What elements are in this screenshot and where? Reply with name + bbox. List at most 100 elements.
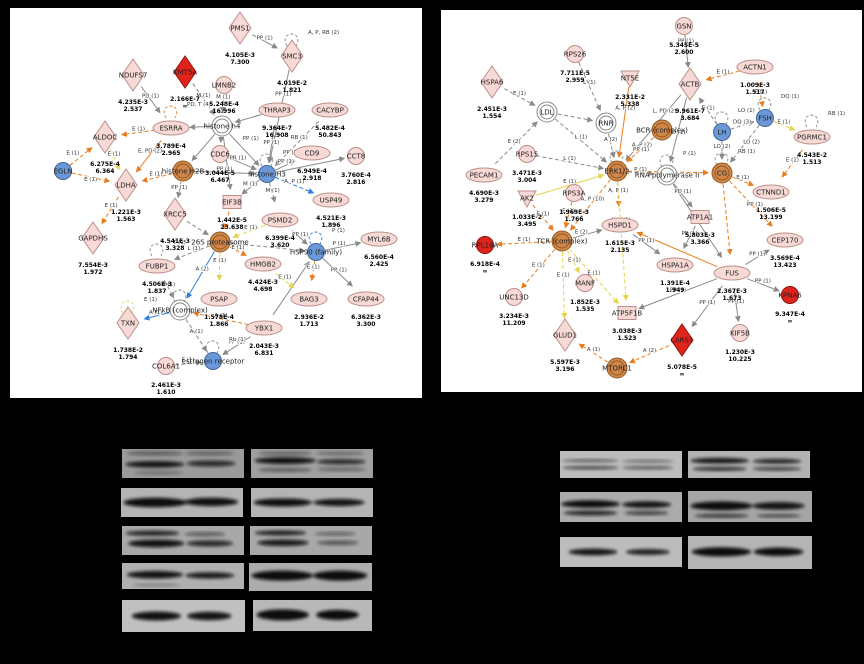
node-label-ACTN1: ACTN1 — [743, 64, 767, 72]
blot-band — [312, 570, 368, 581]
blot-strip — [122, 526, 244, 555]
node-value-p-CEP170: 3.569E-4 — [770, 255, 800, 262]
node-value-fc-XRCC5: 3.328 — [166, 245, 185, 252]
SMC3-shape — [280, 39, 304, 73]
edge-ALDOC-LDHA — [110, 149, 120, 171]
node-value-fc-PMS1: 7.300 — [231, 59, 250, 66]
node-value-fc-MYL6B: 2.425 — [370, 261, 389, 268]
PSMD2-shape — [261, 212, 299, 228]
node-value-p-MANF: 1.852E-3 — [570, 299, 600, 306]
edge-label: PP (1) — [243, 136, 259, 142]
blot-strip-bg — [251, 488, 373, 517]
edge-label: L, PD (2) — [653, 108, 677, 114]
node-label-PMS1: PMS1 — [230, 25, 249, 33]
self-loop-label: Rb (1) — [229, 337, 246, 343]
node-value-fc-LDHA: 1.563 — [117, 216, 136, 223]
node-value-p-HSPD1: 1.615E-3 — [605, 240, 635, 247]
node-value-p-EIF3B: 1.442E-5 — [217, 217, 247, 224]
node-value-p-UNC13D: 3.234E-3 — [499, 313, 529, 320]
blot-band — [125, 530, 180, 536]
edge-THRAP3-histH3 — [266, 125, 276, 164]
edge-PSMD2-HSP90 — [291, 230, 308, 245]
FSH-shape — [756, 109, 774, 127]
edge-YBX1-HSP90 — [272, 261, 310, 316]
node-label-KIF5B: KIF5B — [730, 330, 750, 338]
node-value-p-USP49: 4.521E-3 — [316, 215, 346, 222]
node-value-p-NT5E: 2.331E-2 — [615, 94, 645, 101]
CACYBP-shape — [311, 102, 349, 118]
edge-NFkB-TXN — [143, 312, 170, 321]
node-value-fc-ATP1A1: 3.366 — [691, 239, 710, 246]
node-label-RNApol: RNA polymerase II — [635, 172, 700, 180]
blot-band — [184, 532, 226, 537]
self-loop-histH3 — [259, 153, 274, 167]
node-value-fc-KPNA6: ∞ — [788, 318, 793, 325]
node-value-fc-USP49: 1.896 — [322, 222, 341, 229]
self-loop-label: P (1) — [683, 151, 696, 157]
edge-label: E (1) — [108, 152, 121, 158]
node-value-p-ACTN1: 1.009E-3 — [740, 82, 770, 89]
edge-label: E (1) — [786, 157, 799, 163]
edge-label: E, PD (2) — [138, 149, 162, 155]
blot-band — [123, 497, 187, 508]
self-loop-CG — [714, 152, 729, 166]
UNC13D-shape — [505, 288, 523, 306]
MYL6B-shape — [360, 231, 398, 247]
edge-PECAM1-LDL — [494, 121, 538, 165]
blot-band — [251, 570, 313, 581]
node-label-RPL18A: RPL18A — [472, 242, 499, 250]
blot-strip — [688, 536, 812, 569]
edge-LDHA-GAPDHS — [101, 196, 120, 225]
edge-LH-ACTB — [698, 97, 718, 125]
edge-label: E (1) — [562, 209, 575, 215]
blot-band — [126, 451, 183, 456]
node-label-TXN: TXN — [120, 320, 135, 328]
node-value-fc-CTNND1: 13.199 — [759, 214, 782, 221]
edge-label: M (1) — [216, 94, 230, 100]
node-label-PECAM1: PECAM1 — [470, 172, 499, 180]
HMGB2-shape — [244, 256, 282, 272]
node-value-p-KPNA6: 9.347E-4 — [775, 311, 805, 318]
self-loop-label: PD, T (4) — [187, 102, 211, 108]
edge-FUBP1-NFkB — [163, 279, 174, 299]
self-loop-label: T (1) — [172, 240, 186, 246]
ALDOC-shape — [93, 120, 117, 154]
edge-XRCC5-prot26S — [186, 220, 209, 236]
edge-ACTN1-FSH — [757, 82, 765, 108]
self-loop-LH — [714, 111, 729, 125]
node-value-fc-LARS1: ∞ — [680, 371, 685, 378]
edge-ERK-RNApol — [627, 170, 655, 177]
node-label-EIF3B: EIF3B — [222, 199, 242, 207]
node-label-LH: LH — [717, 129, 726, 137]
node-FSH: FSH — [756, 109, 774, 127]
node-estR: estrogen receptor — [182, 352, 244, 370]
edge-label: E (1) — [132, 126, 145, 132]
ATP5F1B-shape — [617, 306, 637, 320]
node-label-NDUFS7: NDUFS7 — [119, 72, 148, 80]
blot-band — [125, 461, 185, 468]
node-label-UNC13D: UNC13D — [499, 294, 529, 302]
node-value-fc-UNC13D: 11.209 — [502, 320, 525, 327]
edge-HSPD1-HSPA1A — [632, 234, 661, 255]
self-loop-FSH — [757, 97, 772, 111]
edge-label: E (1) — [66, 151, 79, 157]
blot-strip — [249, 563, 372, 591]
LARS1-shape — [670, 323, 694, 357]
blot-band — [185, 451, 235, 456]
edge-label: A, P (2) — [615, 105, 635, 111]
node-value-fc-ATP5F1B: 1.523 — [618, 335, 637, 342]
node-value-fc-PGRMC1: 1.513 — [803, 159, 822, 166]
edge-label: PP (1) — [257, 35, 273, 41]
edges-layer — [494, 34, 819, 364]
prot26S-inner-ring — [212, 234, 228, 250]
edge-MTORC1-GLUD1 — [578, 343, 608, 363]
edge-label: E (1) — [307, 265, 320, 271]
